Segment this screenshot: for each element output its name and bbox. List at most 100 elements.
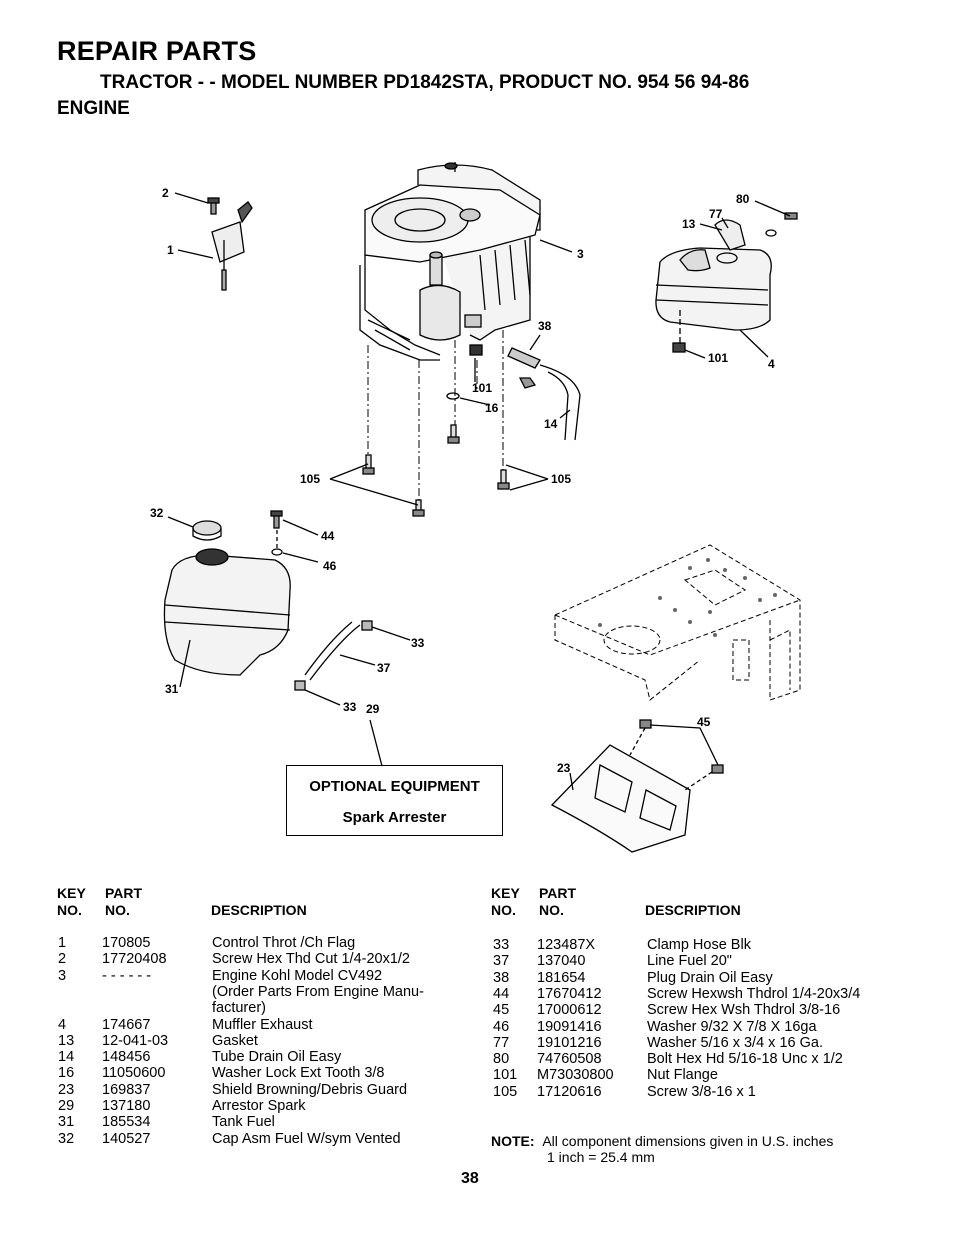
page-number: 38 <box>461 1170 479 1187</box>
part-desc: Washer 5/16 x 3/4 x 16 Ga. <box>647 1034 823 1051</box>
part-desc: facturer) <box>212 1000 266 1017</box>
fuel-tank-drawing <box>163 510 319 688</box>
part-key: 46 <box>493 1018 510 1035</box>
part-desc: Shield Browning/Debris Guard <box>212 1081 408 1098</box>
part-part: 140527 <box>102 1130 151 1147</box>
part-desc: Screw Hex Thd Cut 1/4-20x1/2 <box>212 951 410 968</box>
part-desc: Screw Hexwsh Thdrol 1/4-20x3/4 <box>647 985 861 1002</box>
optional-equipment-title: OPTIONAL EQUIPMENT <box>309 778 480 795</box>
part-desc: Line Fuel 20" <box>647 953 732 970</box>
part-key: 44 <box>493 985 510 1002</box>
callout-38: 38 <box>538 319 552 333</box>
part-part: 74760508 <box>537 1051 602 1068</box>
callout-105-right: 105 <box>551 472 571 486</box>
part-key: 14 <box>58 1049 75 1066</box>
right-description-header: DESCRIPTION <box>645 902 741 918</box>
callout-33-top: 33 <box>411 636 425 650</box>
part-key: 13 <box>58 1032 75 1049</box>
part-desc: Washer Lock Ext Tooth 3/8 <box>212 1065 385 1082</box>
model-subtitle: TRACTOR - - MODEL NUMBER PD1842STA, PROD… <box>100 72 750 93</box>
part-key: 3 <box>58 967 67 984</box>
part-key: 29 <box>58 1098 75 1114</box>
part-key: 23 <box>58 1081 75 1098</box>
part-part: 19101216 <box>537 1034 602 1051</box>
part-desc: Washer 9/32 X 7/8 X 16ga <box>647 1018 817 1035</box>
part-desc: Bolt Hex Hd 5/16-18 Unc x 1/2 <box>647 1051 843 1068</box>
part-part: 19091416 <box>537 1018 602 1035</box>
part-desc: Control Throt /Ch Flag <box>212 935 356 951</box>
part-part: 137040 <box>537 953 586 970</box>
callout-46: 46 <box>323 559 337 573</box>
callout-23: 23 <box>557 761 571 775</box>
callout-1: 1 <box>167 243 174 257</box>
callout-101-muffler: 101 <box>708 351 728 365</box>
callout-32: 32 <box>150 506 164 520</box>
part-part: 17670412 <box>537 985 602 1002</box>
callout-14: 14 <box>544 417 558 431</box>
part-key: 2 <box>58 951 67 968</box>
part-desc: Tank Fuel <box>212 1114 275 1131</box>
left-description-header: DESCRIPTION <box>211 902 307 918</box>
callout-101-engine: 101 <box>472 381 492 395</box>
part-key: 38 <box>493 969 510 986</box>
part-desc: Tube Drain Oil Easy <box>212 1049 342 1066</box>
part-part: 169837 <box>102 1081 151 1098</box>
callout-44: 44 <box>321 529 335 543</box>
part-part: 17720408 <box>102 951 167 968</box>
part-key: 16 <box>58 1065 75 1082</box>
callout-16: 16 <box>485 401 499 415</box>
callout-4: 4 <box>768 357 775 371</box>
callout-37: 37 <box>377 661 391 675</box>
muffler-drawing <box>655 200 798 358</box>
part-part: 185534 <box>102 1114 151 1131</box>
callout-77: 77 <box>709 207 723 221</box>
callout-2: 2 <box>162 186 169 200</box>
part-key: 33 <box>493 937 510 953</box>
part-key: 80 <box>493 1051 510 1068</box>
part-key: 45 <box>493 1002 510 1019</box>
part-key: 37 <box>493 953 510 970</box>
callout-80: 80 <box>736 192 750 206</box>
note-line2: 1 inch = 25.4 mm <box>547 1149 655 1165</box>
part-part: 17120616 <box>537 1083 602 1100</box>
note-label: NOTE: <box>491 1133 535 1149</box>
part-desc: Screw Hex Wsh Thdrol 3/8-16 <box>647 1002 841 1019</box>
callout-29: 29 <box>366 702 380 716</box>
part-part: 170805 <box>102 935 151 951</box>
screw-105-group <box>329 424 549 517</box>
section-title: ENGINE <box>57 98 130 119</box>
callout-labels: 2 1 3 80 77 13 38 101 101 4 16 14 105 10… <box>150 186 775 775</box>
callout-105-left: 105 <box>300 472 320 486</box>
part-part: M73030800 <box>537 1067 614 1084</box>
part-key: 105 <box>493 1083 518 1100</box>
part-desc: Gasket <box>212 1032 258 1049</box>
part-part: 11050600 <box>102 1065 166 1082</box>
part-part: 148456 <box>102 1049 151 1066</box>
part-desc: Engine Kohl Model CV492 <box>212 967 383 984</box>
callout-13: 13 <box>682 217 696 231</box>
part-desc: Nut Flange <box>647 1067 718 1084</box>
part-key: 77 <box>493 1034 510 1051</box>
engine-drawing <box>359 162 541 361</box>
callout-45: 45 <box>697 715 711 729</box>
part-desc: (Order Parts From Engine Manu- <box>212 983 424 1000</box>
part-part: 137180 <box>102 1098 151 1114</box>
callout-3: 3 <box>577 247 584 261</box>
part-part: 181654 <box>537 969 586 986</box>
part-desc: Muffler Exhaust <box>212 1016 313 1033</box>
part-part: 123487X <box>537 937 596 953</box>
frame-drawing <box>554 544 801 701</box>
part-key: 31 <box>58 1114 75 1131</box>
part-key: 4 <box>58 1016 67 1033</box>
exploded-parts-diagram: 2 1 3 80 77 13 38 101 101 4 16 14 105 10… <box>150 162 801 853</box>
callout-33-bottom: 33 <box>343 700 357 714</box>
optional-equipment-box: OPTIONAL EQUIPMENT Spark Arrester <box>286 765 503 836</box>
part-part: 12-041-03 <box>102 1032 169 1049</box>
note-line1: All component dimensions given in U.S. i… <box>542 1133 834 1149</box>
part-desc: Arrestor Spark <box>212 1098 306 1114</box>
debris-shield-drawing <box>550 719 724 853</box>
